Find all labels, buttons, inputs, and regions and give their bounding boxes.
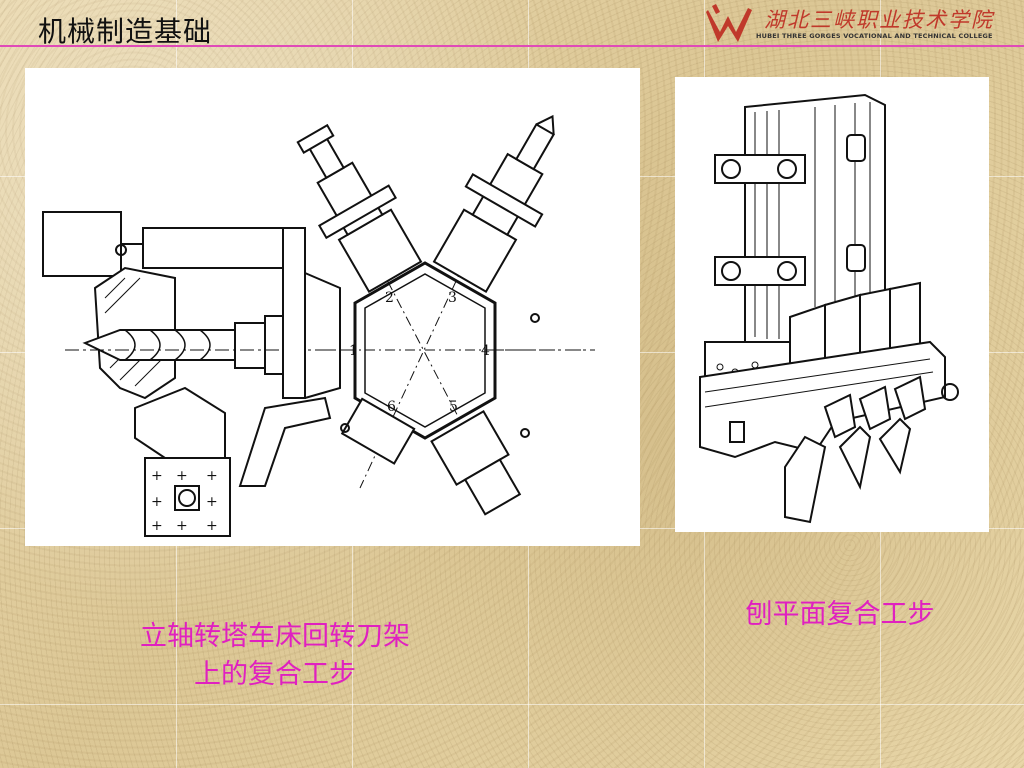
caption-line: 上的复合工步 xyxy=(194,659,356,690)
college-name-cn: 湖北三峡职业技术学院 xyxy=(764,8,994,32)
station-label: 2 xyxy=(385,290,394,306)
caption-planing: 刨平面复合工步 xyxy=(745,599,935,630)
grid-line xyxy=(0,704,1024,705)
svg-text:+: + xyxy=(206,468,218,484)
turret-lathe-drawing: + + + + + + + + 1 2 3 4 5 6 xyxy=(42,114,595,537)
turret-lathe-figure: + + + + + + + + 1 2 3 4 5 6 xyxy=(25,68,640,546)
svg-text:+: + xyxy=(151,494,163,510)
svg-text:+: + xyxy=(206,494,218,510)
college-name-en: HUBEI THREE GORGES VOCATIONAL AND TECHNI… xyxy=(756,32,993,40)
station-label: 4 xyxy=(481,343,490,359)
svg-text:+: + xyxy=(151,468,163,484)
caption-turret-lathe: 立轴转塔车床回转刀架 上的复合工步 xyxy=(90,618,460,694)
college-logo: 湖北三峡职业技术学院 HUBEI THREE GORGES VOCATIONAL… xyxy=(706,2,992,44)
planing-figure xyxy=(675,77,989,532)
caption-line: 立轴转塔车床回转刀架 xyxy=(140,621,410,652)
station-label: 3 xyxy=(448,290,457,306)
svg-text:+: + xyxy=(176,518,188,534)
svg-text:+: + xyxy=(151,518,163,534)
page-title: 机械制造基础 xyxy=(38,15,213,48)
svg-text:+: + xyxy=(206,518,218,534)
station-label: 1 xyxy=(349,343,358,359)
svg-text:+: + xyxy=(176,468,188,484)
planing-drawing xyxy=(699,93,959,524)
station-label: 6 xyxy=(387,399,396,415)
college-emblem-icon xyxy=(706,4,752,42)
station-label: 5 xyxy=(449,399,458,415)
title-divider xyxy=(0,45,1024,47)
